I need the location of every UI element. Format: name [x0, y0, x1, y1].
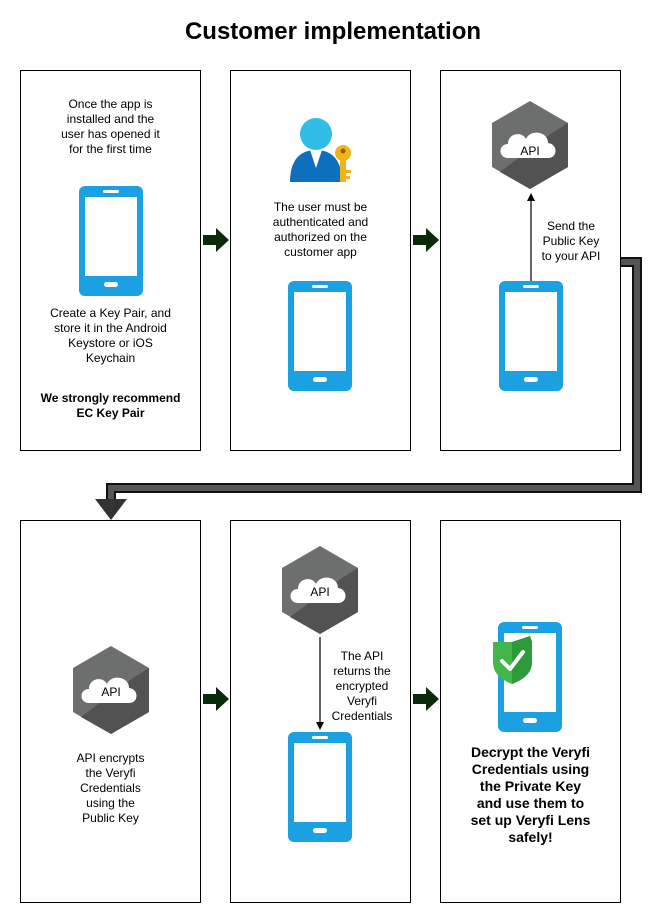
step-3-phone-icon [499, 281, 563, 391]
flow-arrow-1-2 [203, 228, 229, 252]
flow-arrow-2-3 [413, 228, 439, 252]
step-4-api-label: API [101, 685, 121, 699]
diagram-title: Customer implementation [184, 18, 482, 45]
step-1-phone-icon [79, 186, 143, 296]
flow-arrow-4-5 [203, 687, 229, 711]
step-5-phone-icon [288, 732, 352, 842]
return-credentials-arrow [316, 637, 324, 730]
shield-check-icon [493, 636, 532, 684]
flow-arrow-5-6 [413, 687, 439, 711]
step-2-phone-icon [288, 281, 352, 391]
row-connector-arrow [95, 257, 642, 520]
step-3-api-label: API [520, 144, 540, 158]
step-5-api-label: API [310, 585, 330, 599]
user-with-key-icon [290, 118, 351, 182]
send-public-key-arrow [527, 193, 535, 281]
